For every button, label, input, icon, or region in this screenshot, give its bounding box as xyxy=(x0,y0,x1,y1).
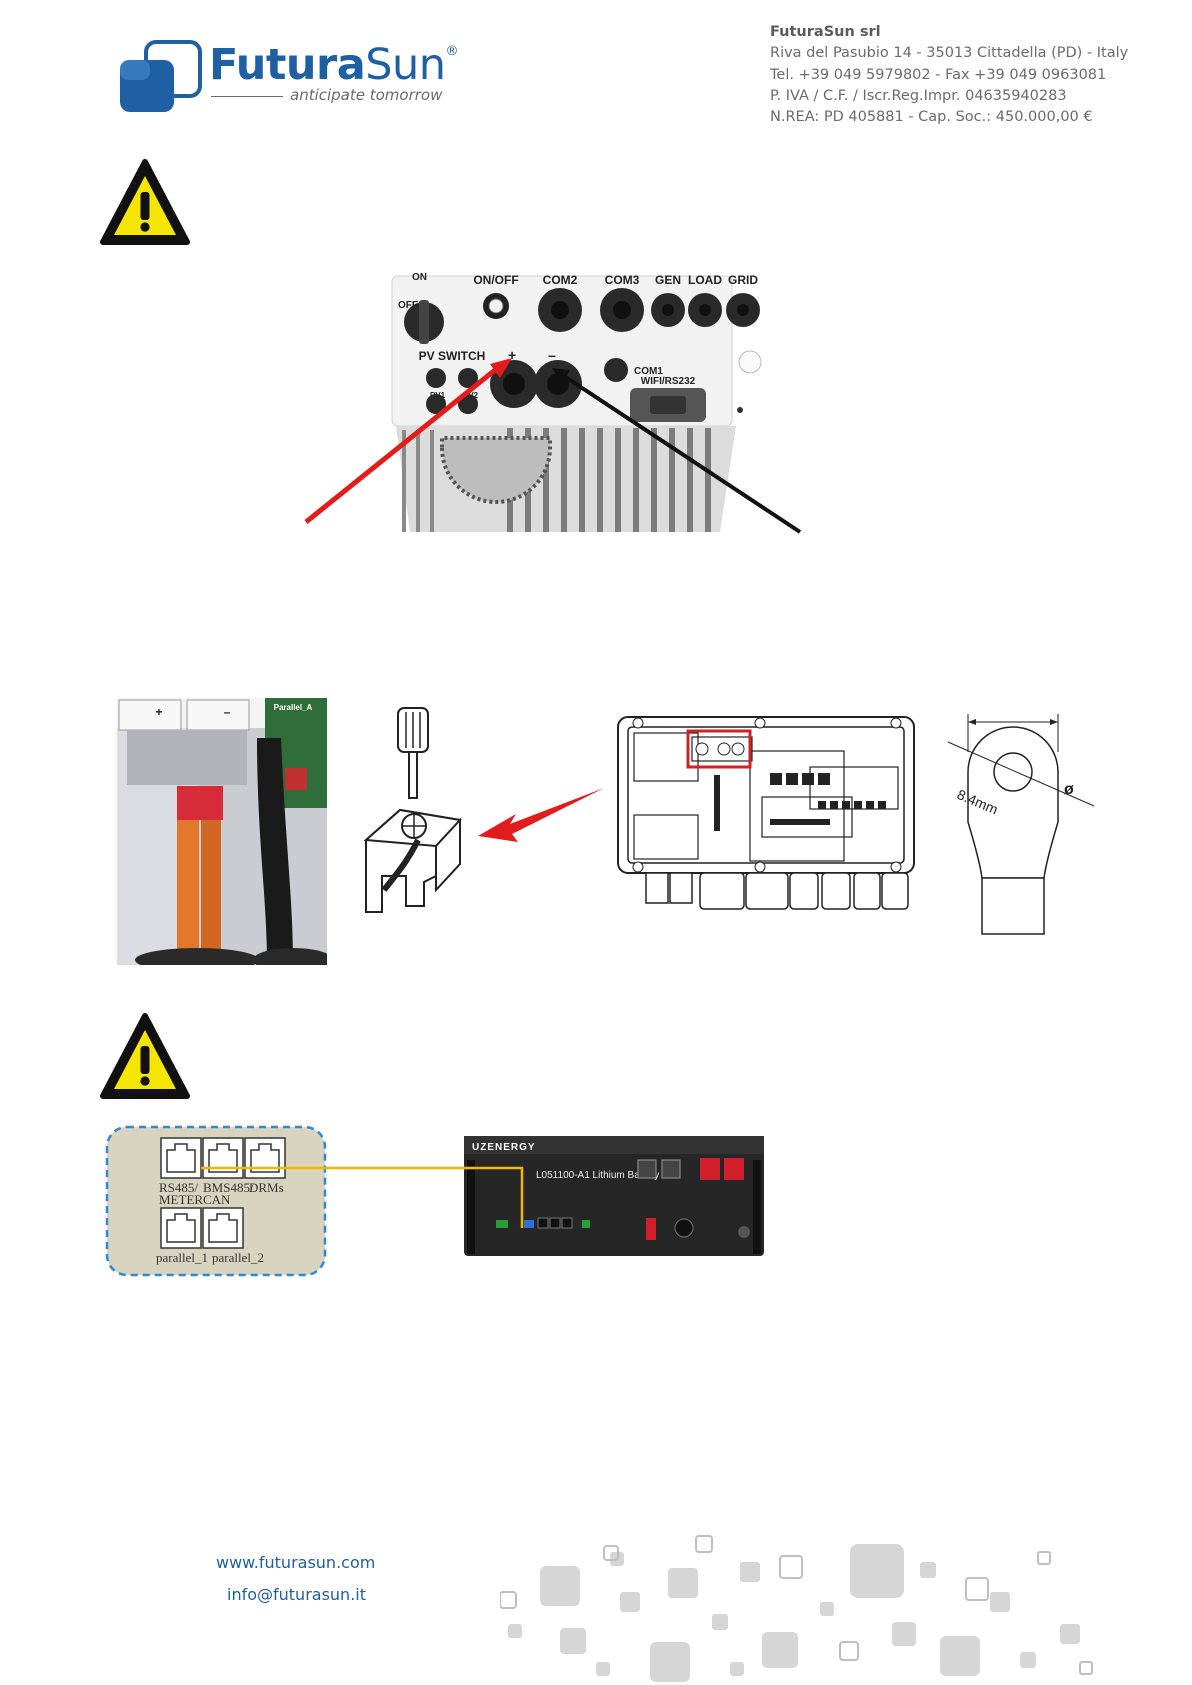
label-grid: GRID xyxy=(728,273,758,287)
warning-icon xyxy=(100,1013,190,1099)
company-vat: P. IVA / C.F. / Iscr.Reg.Impr. 046359402… xyxy=(770,88,1067,104)
port-label-drms: DRMs xyxy=(249,1180,284,1195)
warning-icon xyxy=(100,159,190,245)
label-on-off: ON/OFF xyxy=(473,273,518,287)
lithium-battery: UZENERGY L051100-A1 Lithium Battery xyxy=(464,1136,764,1256)
label-load: LOAD xyxy=(688,273,722,287)
port-label-can: CAN xyxy=(203,1192,231,1207)
battery-model: L051100-A1 Lithium Battery xyxy=(536,1170,659,1181)
label-wifi-rs232: WIFI/RS232 xyxy=(641,376,696,387)
inverter-internal-view xyxy=(617,716,915,910)
company-rea: N.REA: PD 405881 - Cap. Soc.: 450.000,00… xyxy=(770,109,1093,125)
footer-website[interactable]: www.futurasun.com xyxy=(216,1553,376,1572)
label-com1: COM1 xyxy=(634,366,663,377)
port-label-rs485: RS485/ xyxy=(159,1180,198,1195)
diameter-symbol: ø xyxy=(1064,781,1074,798)
label-off: OFF xyxy=(398,300,418,311)
company-address: Riva del Pasubio 14 - 35013 Cittadella (… xyxy=(770,45,1129,61)
company-name: FuturaSun srl xyxy=(770,24,881,40)
screwdriver-icon xyxy=(397,707,429,799)
tagline: anticipate tomorrow xyxy=(290,86,443,104)
photo-plus: + xyxy=(155,705,162,719)
label-pv-switch: PV SWITCH xyxy=(419,349,486,363)
port-label-parallel-2: parallel_2 xyxy=(212,1250,264,1265)
label-com3: COM3 xyxy=(605,273,640,287)
company-phone: Tel. +39 049 5979802 - Fax +39 049 09630… xyxy=(770,67,1107,83)
port-label-parallel-1: parallel_1 xyxy=(156,1250,208,1265)
battery-terminal-photo: + – Parallel_A xyxy=(117,698,327,965)
photo-minus: – xyxy=(224,705,231,719)
label-minus: – xyxy=(548,347,556,363)
label-com2: COM2 xyxy=(543,273,578,287)
futurasun-logo-icon xyxy=(120,40,202,112)
label-gen: GEN xyxy=(655,273,681,287)
inverter-bottom-view: OFF ON ON/OFF COM2 COM3 GEN LOAD GRID PV… xyxy=(304,272,802,534)
label-plus: + xyxy=(508,347,516,363)
tagline-rule xyxy=(211,96,283,97)
bms-cable xyxy=(201,1166,524,1228)
label-pv2: PV2 xyxy=(463,391,479,400)
footer-email[interactable]: info@futurasun.it xyxy=(227,1585,366,1604)
brand-name: FuturaSun® xyxy=(209,40,459,90)
bms-connection-diagram: RS485/ METER BMS485/ CAN DRMs parallel_1… xyxy=(105,1125,764,1277)
label-on: ON xyxy=(412,272,427,283)
port-label-meter: METER xyxy=(159,1192,203,1207)
ring-terminal-drawing: 8.4mm ø xyxy=(947,714,1095,935)
photo-parallel: Parallel_A xyxy=(274,703,313,712)
heatsink xyxy=(396,426,736,532)
port-label-bms485: BMS485/ xyxy=(203,1180,254,1195)
battery-brand: UZENERGY xyxy=(472,1142,536,1153)
label-pv1: PV1 xyxy=(430,391,446,400)
footer-pattern-decoration xyxy=(500,1535,1093,1682)
terminal-block-drawing xyxy=(363,707,604,913)
pv-connectors xyxy=(426,368,478,414)
